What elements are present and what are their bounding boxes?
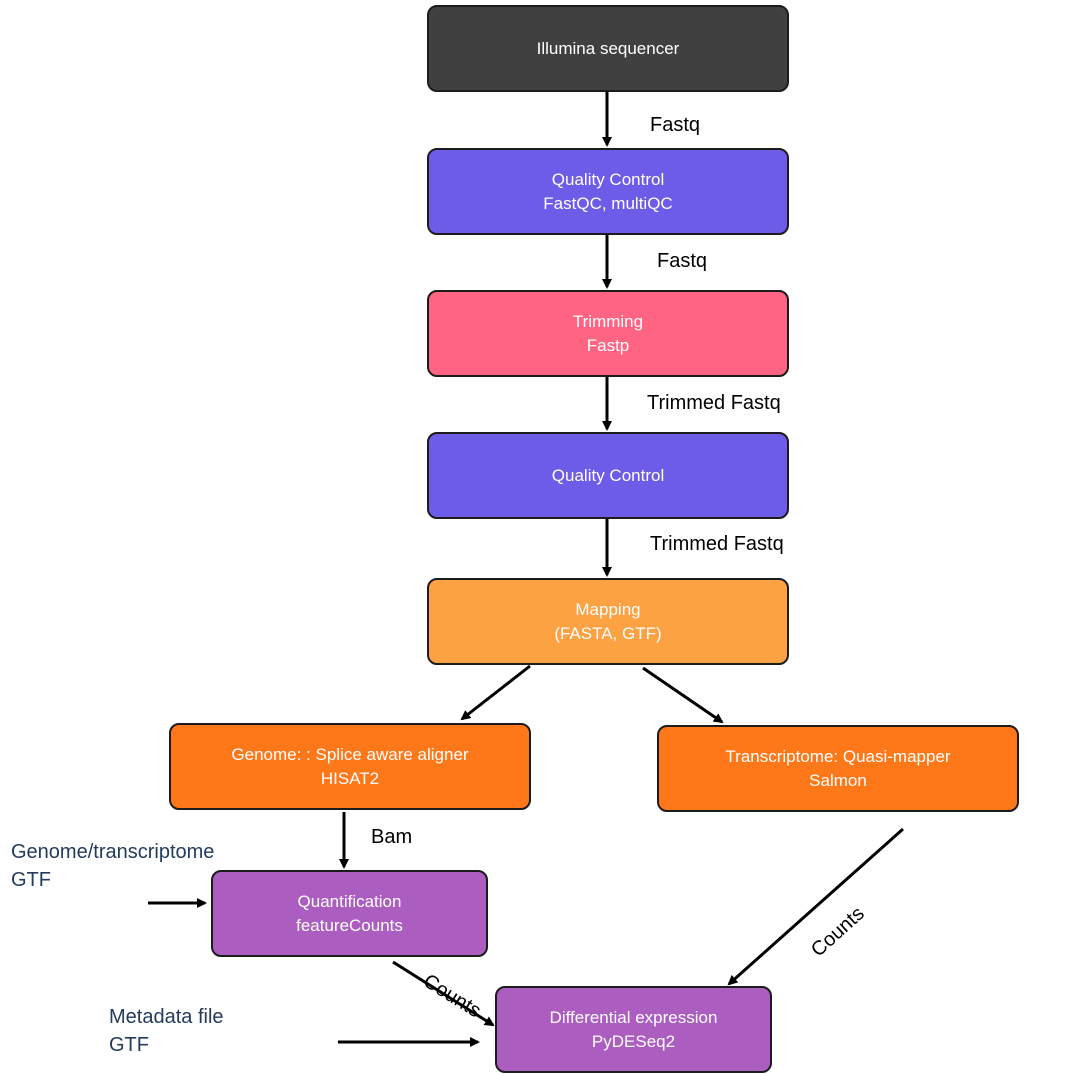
node-label: Illumina sequencer: [536, 38, 680, 58]
node-label: Quality Control: [551, 465, 665, 485]
node-trimming: Trimming Fastp: [427, 290, 789, 377]
node-quality-control-2: Quality Control: [427, 432, 789, 519]
input-sublabel: GTF: [11, 869, 51, 891]
node-sublabel: Fastp: [586, 335, 630, 355]
input-metadata-file: Metadata file GTF: [109, 1003, 224, 1059]
node-sublabel: FastQC, multiQC: [543, 193, 673, 213]
edge-label-bam: Bam: [371, 826, 413, 848]
node-quantification: Quantification featureCounts: [211, 870, 488, 957]
node-label: Quantification: [297, 891, 402, 911]
arrow-map-to-transcriptome: [642, 666, 724, 724]
node-quality-control-1: Quality Control FastQC, multiQC: [427, 148, 789, 235]
input-label: Genome/transcriptome: [11, 841, 215, 863]
arrow-transcriptome-to-diff: [727, 827, 904, 986]
node-illumina-sequencer: Illumina sequencer: [427, 5, 789, 92]
node-transcriptome-mapper: Transcriptome: Quasi-mapper Salmon: [657, 725, 1019, 812]
node-sublabel: Salmon: [809, 770, 867, 790]
node-differential-expression: Differential expression PyDESeq2: [495, 986, 772, 1073]
input-genome-transcriptome: Genome/transcriptome GTF: [11, 838, 214, 894]
node-label: Transcriptome: Quasi-mapper: [725, 746, 951, 766]
node-label: Quality Control: [551, 169, 665, 189]
edge-label-trimmed-fastq-1: Trimmed Fastq: [647, 392, 781, 414]
node-sublabel: (FASTA, GTF): [554, 623, 662, 643]
arrow-map-to-genome: [460, 664, 531, 721]
node-label: Trimming: [572, 311, 644, 331]
edge-label-trimmed-fastq-2: Trimmed Fastq: [650, 533, 784, 555]
edge-label-fastq-1: Fastq: [650, 114, 701, 136]
node-label: Differential expression: [549, 1007, 718, 1027]
node-sublabel: featureCounts: [296, 915, 403, 935]
arrow-quant-to-diff: [392, 960, 495, 1027]
node-genome-aligner: Genome: : Splice aware aligner HISAT2: [169, 723, 531, 810]
edge-label-fastq-2: Fastq: [657, 250, 708, 272]
node-label: Genome: : Splice aware aligner: [231, 744, 469, 764]
node-sublabel: HISAT2: [320, 768, 380, 788]
node-mapping: Mapping (FASTA, GTF): [427, 578, 789, 665]
node-label: Mapping: [575, 599, 641, 619]
node-sublabel: PyDESeq2: [591, 1031, 676, 1051]
input-label: Metadata file: [109, 1006, 224, 1028]
input-sublabel: GTF: [109, 1034, 149, 1056]
